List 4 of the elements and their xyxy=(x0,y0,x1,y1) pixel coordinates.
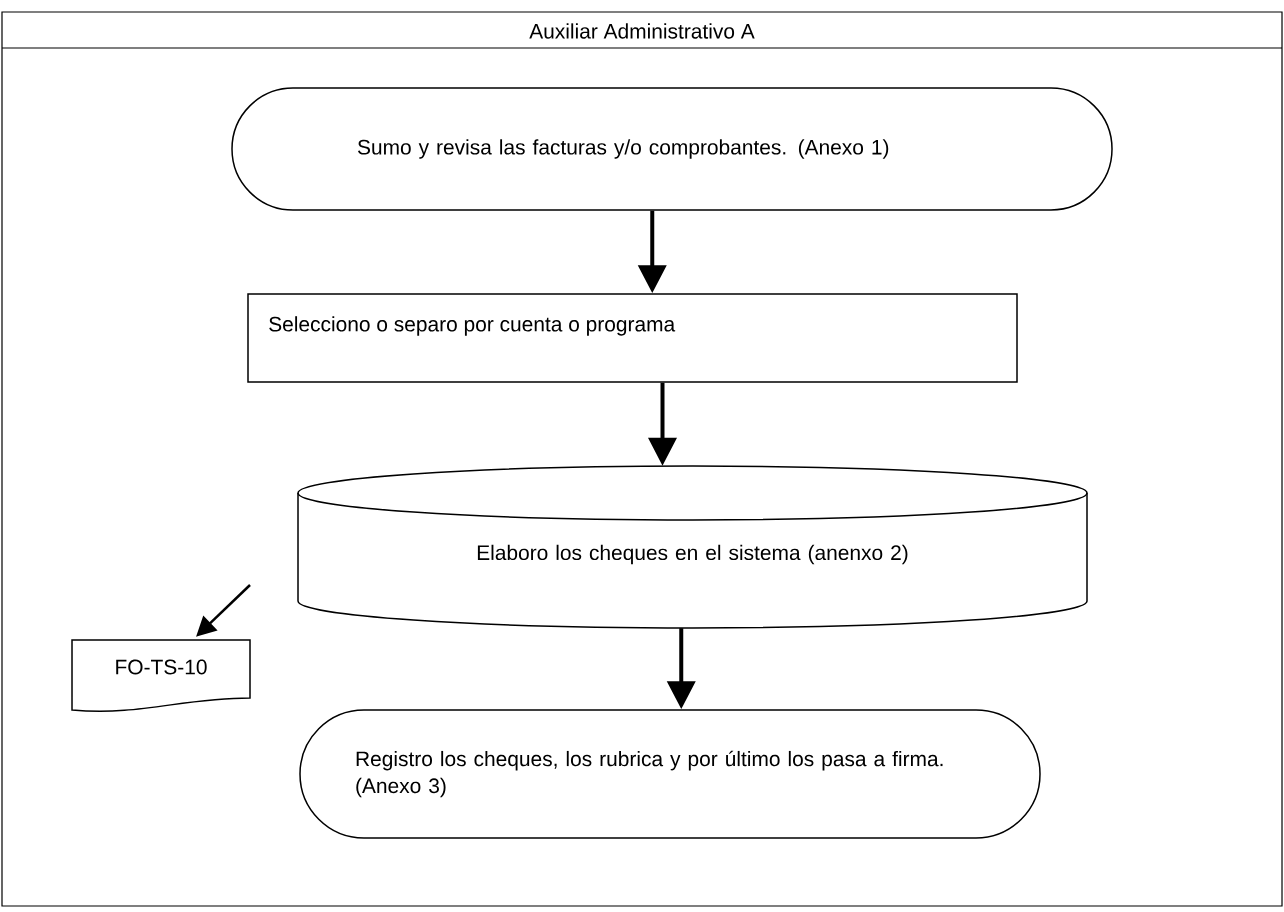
process-box: Selecciono o separo por cuenta o programa xyxy=(247,293,1018,383)
arrow xyxy=(196,584,251,637)
database-cylinder: Elaboro los cheques en el sistema (anenxo 2) xyxy=(297,465,1088,629)
node-label: Elaboro los cheques en el sistema (anenxo 2) xyxy=(477,544,908,565)
